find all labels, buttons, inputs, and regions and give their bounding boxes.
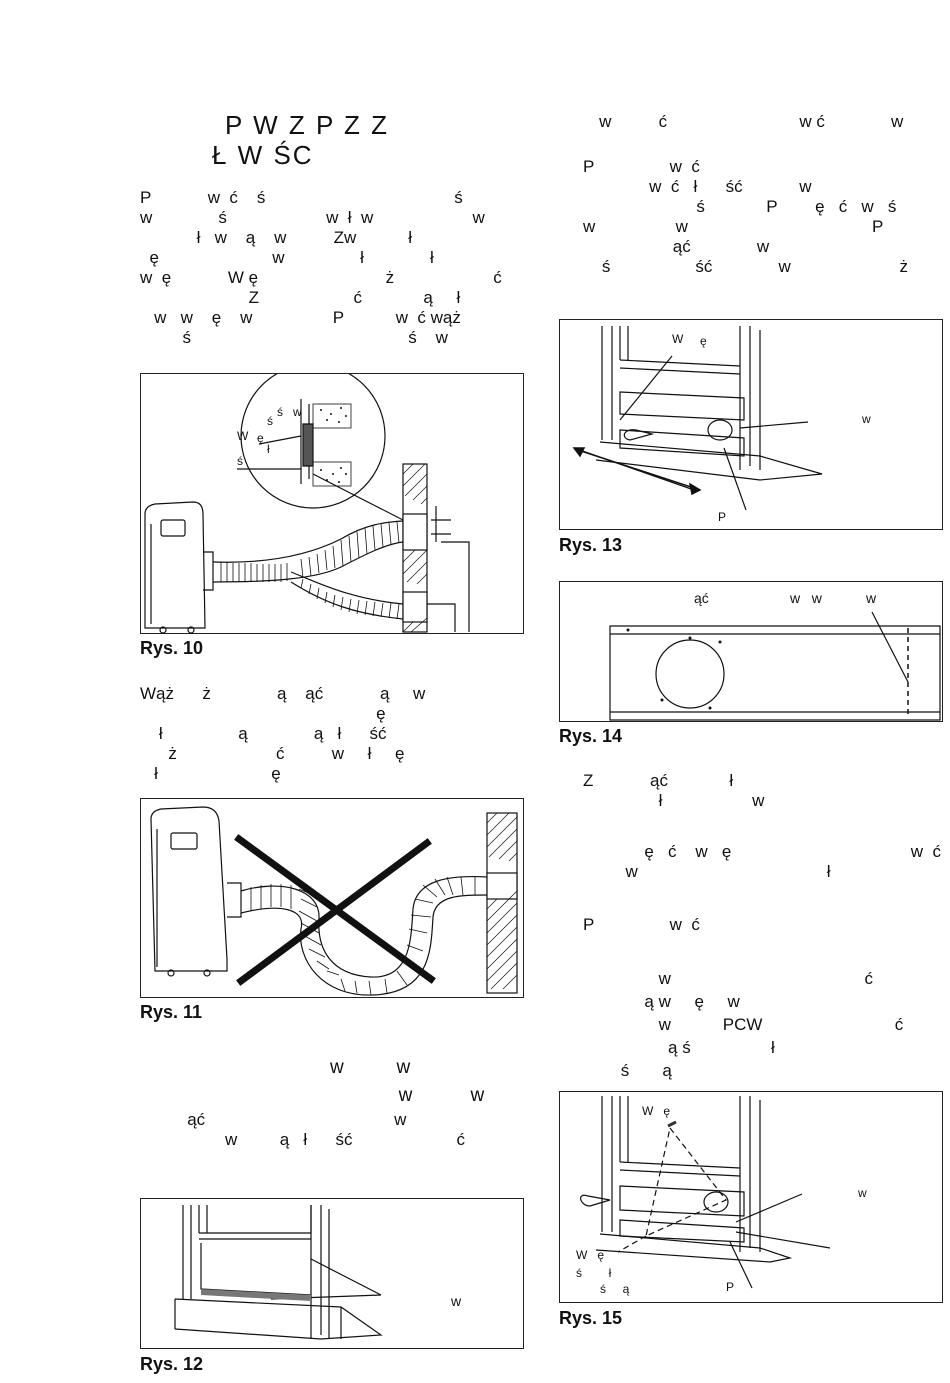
- fig15-label: ś ą: [600, 1282, 630, 1296]
- text-line: w ą ł ść ć: [140, 1130, 465, 1149]
- fig10-label: w: [293, 405, 302, 419]
- figure-rys15-drawing: [580, 1096, 831, 1289]
- text-line: ł ę: [140, 764, 281, 783]
- text-line: Wąż ż ą ąć ą w: [140, 684, 426, 703]
- figure-caption-rys12: Rys. 12: [140, 1354, 204, 1374]
- figure-rys14: ąć w w w: [559, 581, 943, 722]
- section-heading-line-1: P W Z P Z Z: [225, 110, 390, 140]
- text-line: ł w: [583, 791, 765, 810]
- fig13-label: P: [718, 510, 727, 524]
- fig14-label: w: [866, 590, 877, 606]
- fig10-label: ł: [267, 442, 270, 456]
- text-line: w PCW ć: [583, 1015, 904, 1034]
- fig13-label: w: [862, 412, 871, 426]
- right-paragraph-3: Z ąć ł ł w: [583, 771, 764, 811]
- text-line: w w: [140, 1057, 411, 1078]
- text-line: w ć: [583, 969, 873, 988]
- figure-caption-rys10: Rys. 10: [140, 638, 204, 658]
- left-paragraph-3: w w w w ąć w w ą ł ść: [140, 1054, 484, 1150]
- right-paragraph-2: P w ć w ć ł ść w ś P ę ć w ś w w P: [583, 157, 908, 277]
- text-line: P w ć ś ś: [140, 188, 463, 207]
- figure-caption-rys11: Rys. 11: [140, 1002, 203, 1022]
- text-line: ę w ł ł: [140, 248, 434, 267]
- fig14-label: w w: [790, 590, 822, 606]
- figure-caption-rys13: Rys. 13: [559, 535, 623, 555]
- text-line: Z ć ą ł: [140, 288, 461, 307]
- figure-rys10-drawing: [144, 374, 470, 634]
- text-line: ąć w: [140, 1110, 407, 1129]
- text-line: ś ą: [583, 1061, 672, 1080]
- text-line: ś ś w: [140, 328, 448, 347]
- section-heading-line-2: Ł W ŚC: [212, 140, 314, 170]
- text-line: ł w ą w Zw ł: [140, 228, 413, 247]
- fig10-label: ś: [237, 454, 243, 468]
- figure-rys13: W ę w P: [559, 319, 943, 530]
- right-paragraph-6: w ć ą w ę w w PCW ć ą ś ł ś ą: [583, 967, 903, 1082]
- fig15-label: W ę: [642, 1104, 671, 1118]
- fig10-label: W: [237, 429, 249, 443]
- fig15-label: ś ł: [576, 1266, 612, 1280]
- text-line: w ś w ł w w: [140, 208, 485, 227]
- figure-rys12-drawing: [174, 1205, 383, 1340]
- text-line: ą w ę w: [583, 992, 740, 1011]
- text-line: ś P ę ć w ś: [583, 197, 897, 216]
- figure-rys11: [140, 798, 524, 998]
- left-paragraph-2: Wąż ż ą ąć ą w ę ł ą ą ł ść ż ć w: [140, 684, 425, 784]
- fig13-label: W: [672, 332, 684, 346]
- fig10-label: ś: [267, 414, 273, 428]
- fig15-label: w: [858, 1186, 867, 1200]
- figure-rys14-drawing: [609, 611, 941, 721]
- figure-rys15: W ę w W ę ś ł ś ą P: [559, 1091, 943, 1303]
- figure-rys11-drawing: [150, 806, 518, 996]
- left-paragraph-1: P w ć ś ś w ś w ł w w ł w ą w Zw ł ę: [140, 188, 502, 348]
- text-line: w ł: [583, 862, 831, 881]
- text-line: ą ś ł: [583, 1038, 775, 1057]
- fig15-label: P: [726, 1280, 735, 1294]
- figure-rys12: w: [140, 1198, 524, 1349]
- right-paragraph-5: P w ć: [583, 915, 700, 934]
- text-line: ę: [140, 704, 386, 723]
- right-paragraph-4: ę ć w ę w ć w ł: [583, 842, 942, 882]
- text-line: w w ę w P w ć wąż: [140, 308, 461, 327]
- text-line: Z ąć ł: [583, 771, 734, 790]
- text-line: w w P: [583, 217, 884, 236]
- text-line: ąć w: [583, 237, 770, 256]
- fig13-label: ę: [700, 334, 707, 348]
- text-line: w ć ł ść w: [583, 177, 812, 196]
- text-line: P w ć: [583, 157, 700, 176]
- figure-caption-rys14: Rys. 14: [559, 726, 623, 746]
- fig12-label: w: [451, 1293, 462, 1309]
- right-paragraph-1: w ć w ć w: [585, 112, 904, 131]
- fig10-label: ę: [257, 431, 264, 445]
- figure-caption-rys15: Rys. 15: [559, 1308, 623, 1328]
- text-line: ż ć w ł ę: [140, 744, 405, 763]
- text-line: ś ść w ż: [583, 257, 908, 276]
- text-line: ł ą ą ł ść: [140, 724, 387, 743]
- fig14-label: ąć: [694, 590, 709, 606]
- fig15-label: W ę: [576, 1248, 605, 1262]
- figure-rys10: ś ś w W ę ł ś: [140, 373, 524, 634]
- text-line: w ę W ę ż ć: [140, 268, 502, 287]
- fig10-label: ś: [277, 405, 283, 419]
- text-line: ę ć w ę w ć: [583, 842, 942, 861]
- text-line: w w: [140, 1085, 485, 1106]
- figure-rys13-drawing: [572, 326, 823, 511]
